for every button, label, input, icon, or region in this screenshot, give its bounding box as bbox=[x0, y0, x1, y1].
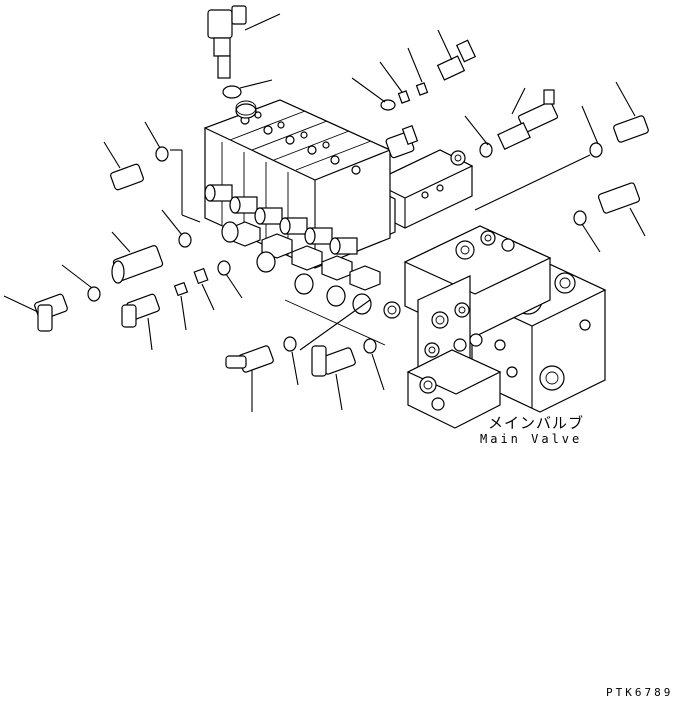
elbow-fitting-left-2 bbox=[121, 293, 160, 351]
drawing-code: PTK6789 bbox=[606, 686, 674, 699]
solenoid-sensor bbox=[497, 87, 559, 150]
port-fitting-1 bbox=[204, 184, 233, 202]
oring-bottom-2 bbox=[363, 338, 385, 391]
oring-bottom-1 bbox=[283, 336, 299, 386]
top-oring bbox=[222, 79, 273, 99]
elbow-fitting-bottom-1 bbox=[225, 345, 274, 412]
connector-left-1 bbox=[103, 141, 144, 191]
oring-right-mid bbox=[573, 210, 601, 253]
small-fittings-top bbox=[379, 47, 429, 104]
connector-fitting-mid bbox=[385, 125, 419, 159]
elbow-fitting-top bbox=[436, 29, 477, 81]
oring-upper-mid bbox=[351, 77, 396, 111]
port-fitting-5 bbox=[304, 227, 333, 245]
elbow-fitting-bottom-2 bbox=[311, 345, 356, 411]
front-port-fittings bbox=[204, 184, 386, 346]
small-plug-left-2 bbox=[193, 267, 215, 311]
hex-nut-4 bbox=[321, 255, 353, 281]
cylinder-fitting-left bbox=[111, 231, 164, 284]
oring-left-2 bbox=[161, 209, 192, 248]
port-fitting-4 bbox=[279, 217, 308, 235]
small-plug-left bbox=[173, 281, 189, 331]
oring-left-4 bbox=[217, 260, 243, 299]
lower-manifold-block bbox=[406, 349, 502, 429]
oring-right-upper bbox=[464, 115, 493, 158]
main-valve-label-en: Main Valve bbox=[480, 432, 583, 446]
port-fitting-6 bbox=[329, 237, 358, 255]
main-valve-label-jp: メインバルブ bbox=[488, 414, 585, 432]
stacked-valve-sections bbox=[203, 99, 392, 269]
port-fitting-3 bbox=[254, 207, 283, 225]
fitting-far-right-1 bbox=[613, 81, 649, 143]
fitting-far-right-2 bbox=[597, 182, 646, 237]
hex-nut-3 bbox=[291, 245, 323, 271]
port-fitting-2 bbox=[229, 196, 258, 214]
oring-left-1 bbox=[144, 121, 169, 162]
hex-nut-5 bbox=[349, 265, 381, 291]
elbow-fitting-left bbox=[3, 293, 68, 332]
oring-left-3 bbox=[61, 264, 101, 302]
pressure-switch-top bbox=[207, 5, 281, 79]
oring-far-right bbox=[581, 105, 603, 158]
